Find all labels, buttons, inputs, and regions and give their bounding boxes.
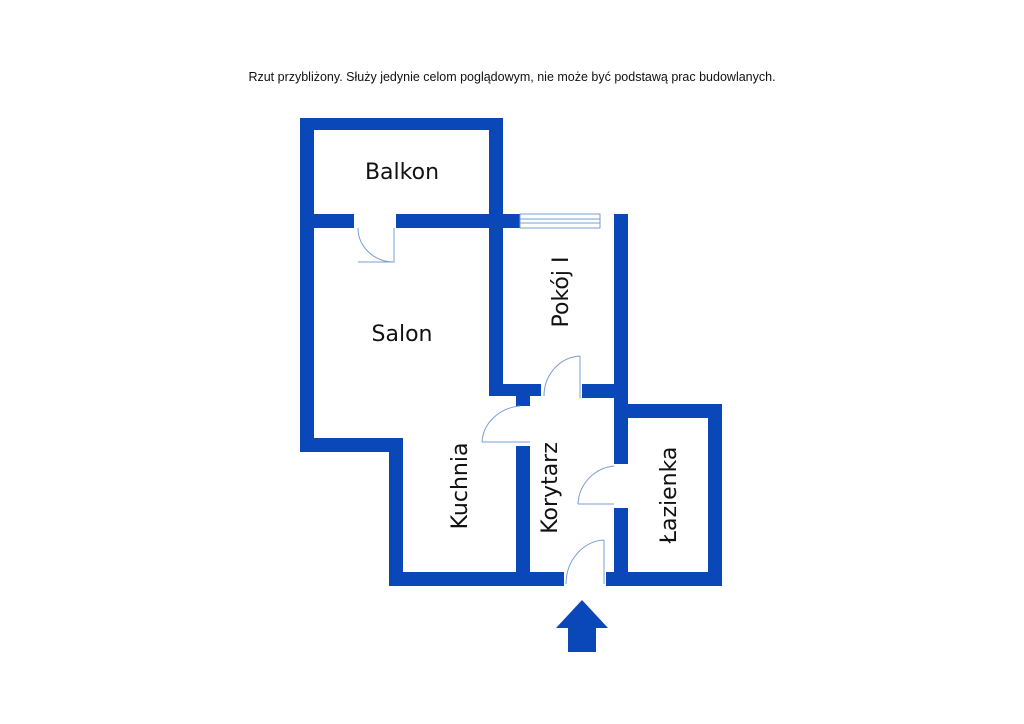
room-label-kuchnia: Kuchnia bbox=[448, 443, 473, 530]
window-pokoj bbox=[519, 213, 601, 229]
wall-lazienka-top bbox=[614, 404, 722, 418]
room-label-pokoj: Pokój I bbox=[549, 257, 574, 328]
wall-salon-left bbox=[300, 214, 314, 452]
doors bbox=[357, 227, 615, 585]
room-label-korytarz: Korytarz bbox=[538, 442, 563, 534]
wall-pokoj-bottom-right bbox=[582, 384, 628, 398]
wall-pokoj-bottom-left bbox=[489, 384, 541, 396]
wall-kuchnia-bottom bbox=[389, 572, 564, 586]
room-label-balkon: Balkon bbox=[365, 160, 439, 185]
wall-balkon-right bbox=[489, 118, 503, 228]
wall-korytarz-right-upper bbox=[614, 404, 628, 464]
wall-kuchnia-korytarz bbox=[516, 446, 530, 586]
wall-balkon-top bbox=[300, 118, 503, 130]
wall-balkon-left bbox=[300, 118, 314, 228]
wall-salon-pokoj bbox=[489, 214, 503, 396]
room-label-lazienka: Łazienka bbox=[657, 447, 682, 545]
up-arrow-icon bbox=[556, 600, 608, 652]
wall-pokoj-right bbox=[614, 214, 628, 404]
door-balkon-salon bbox=[358, 228, 395, 263]
wall-lazienka-bottom bbox=[606, 572, 722, 586]
wall-korytarz-right-lower bbox=[614, 508, 628, 586]
wall-pokoj-stub bbox=[516, 384, 530, 406]
disclaimer-text: Rzut przybliżony. Służy jedynie celom po… bbox=[248, 70, 776, 84]
walls bbox=[300, 118, 722, 586]
wall-salon-bottom bbox=[300, 438, 402, 452]
wall-kuchnia-left bbox=[389, 438, 403, 586]
wall-lazienka-right bbox=[708, 404, 722, 586]
room-label-salon: Salon bbox=[372, 322, 433, 347]
